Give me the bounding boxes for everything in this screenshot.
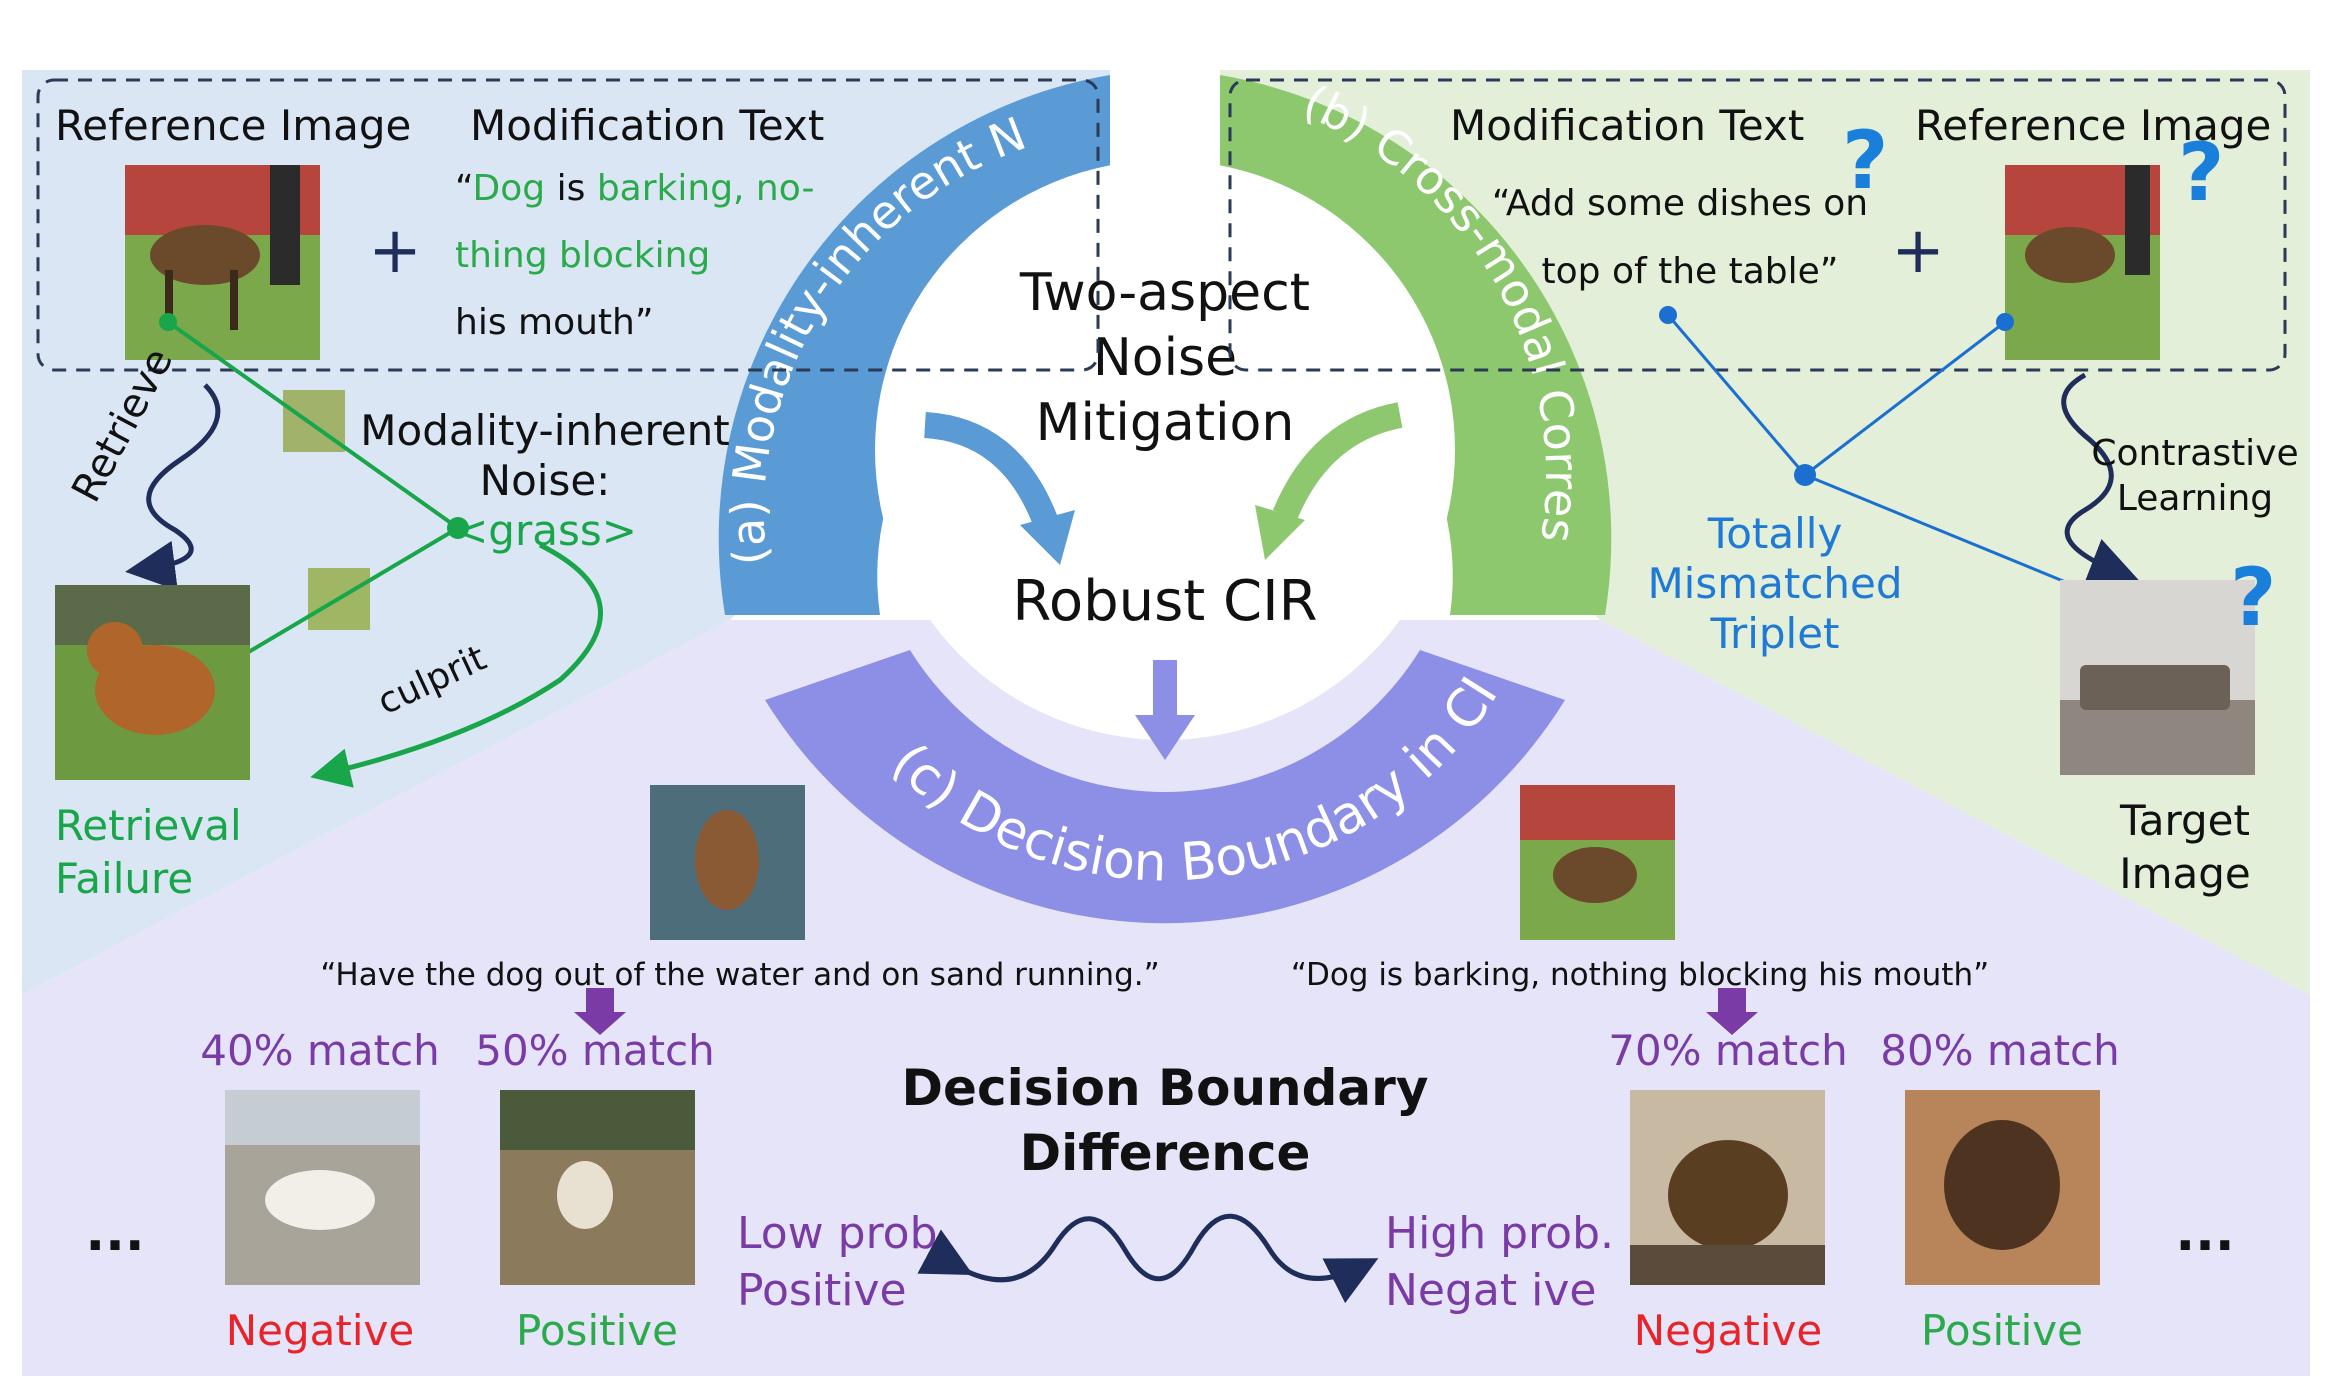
- label-negative-1: Negative: [226, 1306, 415, 1355]
- noise-label-line-2: Noise:: [480, 456, 611, 505]
- center-arrow-blue-head: [1020, 510, 1075, 565]
- mismatch-line-3: Triplet: [1709, 609, 1839, 658]
- panel-a-node-top: [159, 313, 177, 331]
- down-marker-left: [574, 988, 626, 1035]
- question-mark-reference: ?: [2178, 126, 2224, 219]
- retrieval-failure-line-2: Failure: [55, 854, 193, 903]
- match-50: 50% match: [475, 1026, 715, 1075]
- contrastive-line-2: Learning: [2117, 478, 2273, 519]
- query-image-left: [650, 785, 805, 940]
- panel-b-mod-label: Modification Text: [1450, 101, 1804, 150]
- panel-a-dashed-box: [36, 78, 1100, 372]
- retrieve-arrow: [125, 383, 221, 591]
- mod-text-dog: Dog: [473, 168, 546, 209]
- robust-cir-label: Robust CIR: [1012, 569, 1317, 634]
- match-70: 70% match: [1608, 1026, 1848, 1075]
- panel-b-mod-text-line-1: “Add some dishes on: [1492, 183, 1868, 224]
- panel-b-mod-text-line-2: top of the table”: [1542, 251, 1839, 292]
- center-title-line-3: Mitigation: [1036, 393, 1295, 453]
- boundary-title-line-2: Difference: [1020, 1124, 1311, 1182]
- target-image-label-1: Target: [2119, 796, 2250, 845]
- contrastive-line-1: Contrastive: [2091, 433, 2298, 474]
- culprit-arrow: [310, 542, 603, 788]
- panel-b-connectors: [1666, 314, 2086, 592]
- panel-b-reference-image: [2005, 165, 2160, 360]
- panel-b-plus: +: [1891, 214, 1945, 288]
- ellipsis-left: ...: [85, 1203, 144, 1263]
- panel-b-ref-label: Reference Image: [1915, 101, 2271, 150]
- label-positive-1: Positive: [516, 1306, 678, 1355]
- low-prob-line-2: Positive: [737, 1265, 907, 1316]
- center-title-line-2: Noise: [1093, 328, 1237, 388]
- query-image-right: [1520, 785, 1675, 940]
- match-40: 40% match: [200, 1026, 440, 1075]
- target-image: [2060, 580, 2255, 775]
- panel-a-ref-label: Reference Image: [55, 101, 411, 150]
- panel-a-connector-top: [166, 320, 460, 530]
- arc-band-c: [765, 650, 1565, 924]
- boundary-title-line-1: Decision Boundary: [902, 1059, 1429, 1117]
- match-80: 80% match: [1880, 1026, 2120, 1075]
- down-marker-right: [1706, 988, 1758, 1035]
- panel-b-node-center: [1794, 464, 1816, 486]
- center-arrow-green: [1272, 402, 1403, 521]
- retrieval-result-image: [55, 585, 250, 780]
- candidate-image-2: [500, 1090, 695, 1285]
- panel-a-mod-label: Modification Text: [470, 101, 824, 150]
- candidate-image-4: [1905, 1090, 2100, 1285]
- question-mark-target: ?: [2230, 551, 2276, 644]
- panel-a-mod-text-line-3: his mouth”: [455, 302, 654, 343]
- panel-a-mod-text-line-2: thing blocking: [455, 235, 710, 276]
- down-arrow-head: [1135, 715, 1195, 760]
- ellipsis-right: ...: [2175, 1203, 2234, 1263]
- center-circle: [875, 160, 1455, 740]
- retrieval-failure-line-1: Retrieval: [55, 801, 242, 850]
- mod-text-barking: barking, no-: [597, 168, 815, 209]
- boundary-wave-arrow: [917, 1213, 1379, 1304]
- panel-a-plus: +: [368, 214, 422, 288]
- panel-a-reference-image: [125, 165, 320, 360]
- candidate-image-3: [1630, 1090, 1825, 1285]
- question-mark-text: ?: [1842, 114, 1888, 207]
- label-negative-2: Negative: [1634, 1306, 1823, 1355]
- panel-a-mod-text-line-1: “Dog is barking, no-: [455, 168, 814, 209]
- query-caption-left: “Have the dog out of the water and on sa…: [320, 957, 1159, 993]
- mod-text-is: is: [545, 168, 597, 209]
- low-prob-line-1: Low prob.: [737, 1208, 952, 1259]
- panel-b-dashed-box: [1228, 78, 2287, 372]
- panel-a-node-center: [447, 517, 469, 539]
- mod-text-open-quote: “: [455, 168, 473, 209]
- candidate-image-1: [225, 1090, 420, 1285]
- high-prob-line-2: Negat ive: [1385, 1265, 1596, 1316]
- down-arrow-shaft: [1153, 660, 1177, 720]
- high-prob-line-1: High prob.: [1385, 1208, 1614, 1259]
- contrastive-arrow: [2061, 372, 2139, 586]
- panel-b-node-text: [1659, 306, 1677, 324]
- query-caption-right: “Dog is barking, nothing blocking his mo…: [1291, 957, 1989, 993]
- target-image-label-2: Image: [2119, 849, 2251, 898]
- noise-label-line-1: Modality-inherent: [360, 406, 729, 455]
- label-positive-2: Positive: [1921, 1306, 2083, 1355]
- center-arrow-green-head: [1255, 505, 1305, 560]
- noise-tag-grass: <grass>: [453, 506, 637, 555]
- center-arrow-blue: [923, 412, 1058, 525]
- center-title-line-1: Two-aspect: [1019, 263, 1310, 323]
- mismatch-line-1: Totally: [1707, 509, 1843, 558]
- mismatch-line-2: Mismatched: [1647, 559, 1902, 608]
- panel-b-node-ref: [1996, 313, 2014, 331]
